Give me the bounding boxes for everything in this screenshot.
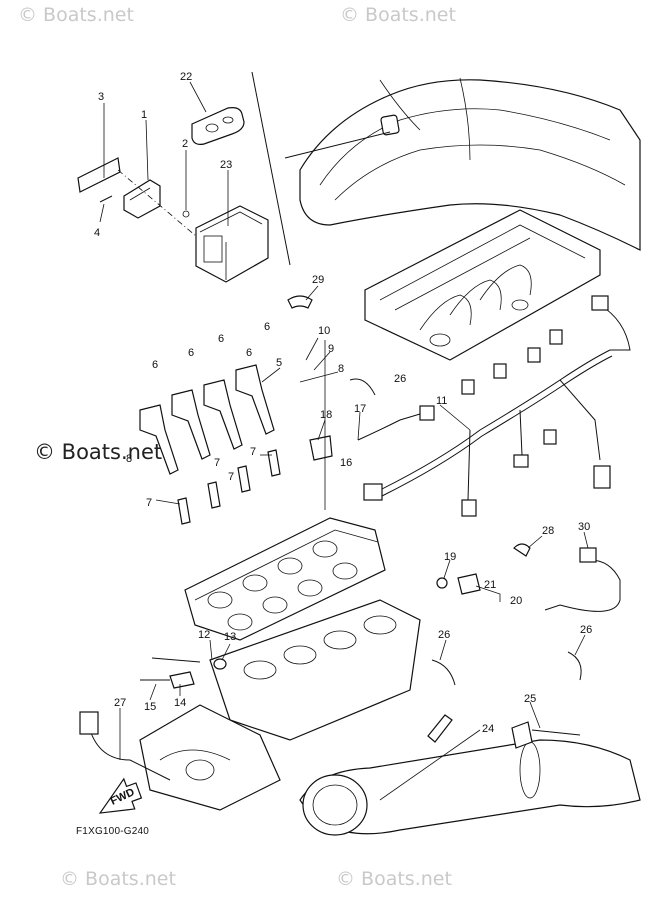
part-26-hose-right	[567, 651, 582, 681]
callout-2: 2	[182, 138, 188, 150]
callout-labels: 3 1 2 4 22 23 29 10 9 8 26 5 6 6 6 6 6 8…	[94, 71, 592, 735]
callout-25: 25	[524, 693, 536, 705]
callout-17: 17	[354, 403, 366, 415]
callout-26-right: 26	[580, 624, 592, 636]
exhaust-pipe	[299, 739, 641, 836]
callout-6-e: 6	[246, 347, 252, 359]
spark-plugs	[177, 449, 281, 525]
part-25-wire	[531, 729, 581, 736]
callout-11: 11	[436, 395, 447, 407]
cylinder-head	[184, 517, 386, 641]
part-22-key	[191, 107, 245, 145]
callout-26-top: 26	[394, 373, 406, 385]
part-30-cable	[544, 547, 621, 612]
callout-3: 3	[98, 91, 104, 103]
callout-12: 12	[198, 629, 210, 641]
watermark-middle-left: © Boats.net	[34, 440, 163, 464]
callout-23: 23	[220, 159, 232, 171]
part-23-ecu	[195, 205, 269, 283]
watermark-top-right: © Boats.net	[340, 4, 456, 26]
part-21-sensor	[457, 573, 481, 595]
watermark-bottom-right: © Boats.net	[336, 868, 452, 890]
callout-18: 18	[320, 409, 332, 421]
bracket-assembly	[77, 157, 197, 237]
section-divider	[251, 71, 291, 266]
part-26-hose-upper	[349, 378, 376, 396]
callout-24: 24	[482, 723, 494, 735]
engine-compartment	[364, 209, 601, 361]
callout-13: 13	[224, 631, 236, 643]
callout-27: 27	[114, 697, 126, 709]
callout-5: 5	[276, 357, 282, 369]
callout-30: 30	[578, 521, 590, 533]
callout-1: 1	[141, 109, 147, 121]
callout-15: 15	[144, 701, 156, 713]
callout-7-b: 7	[146, 497, 152, 509]
diagram-code: F1XG100-G240	[76, 826, 149, 837]
callout-22: 22	[180, 71, 192, 83]
callout-6-d: 6	[152, 359, 158, 371]
callout-16: 16	[340, 457, 352, 469]
callout-7-c: 7	[214, 457, 220, 469]
callout-9: 9	[328, 343, 334, 355]
callout-20: 20	[510, 595, 522, 607]
callout-14: 14	[174, 697, 186, 709]
part-19-fitting	[436, 577, 448, 589]
part-29-clip	[287, 295, 313, 309]
callout-8: 8	[338, 363, 344, 375]
engine-block	[209, 599, 421, 741]
callout-6-a: 6	[264, 321, 270, 333]
callout-4: 4	[94, 227, 100, 239]
callout-21: 21	[484, 579, 496, 591]
callout-19: 19	[444, 551, 456, 563]
part-11-wire-harness	[363, 295, 631, 517]
watermark-top-left: © Boats.net	[18, 4, 134, 26]
callout-6-b: 6	[218, 333, 224, 345]
part-17-sensor	[357, 405, 435, 441]
callout-26-mid: 26	[438, 629, 450, 641]
callout-7-d: 7	[228, 471, 234, 483]
part-16-sensor	[309, 435, 333, 461]
hull-deck	[284, 77, 641, 251]
crank-sensor-group	[140, 657, 227, 689]
callout-6-c: 6	[188, 347, 194, 359]
exhaust-manifold	[139, 704, 281, 811]
callout-29: 29	[312, 274, 324, 286]
leader-lines	[99, 81, 589, 801]
part-27-harness	[79, 711, 171, 781]
watermark-bottom-left: © Boats.net	[60, 868, 176, 890]
callout-10: 10	[318, 325, 330, 337]
part-26-hose-middle	[431, 659, 456, 686]
callout-28: 28	[542, 525, 554, 537]
callout-8-left: 8	[126, 453, 132, 465]
part-28-clamp	[513, 543, 531, 557]
part-24-sensor	[427, 714, 453, 743]
callout-7-a: 7	[250, 446, 256, 458]
part-25-sensor	[511, 721, 533, 749]
ignition-coils	[139, 364, 275, 475]
fwd-arrow	[98, 777, 143, 814]
